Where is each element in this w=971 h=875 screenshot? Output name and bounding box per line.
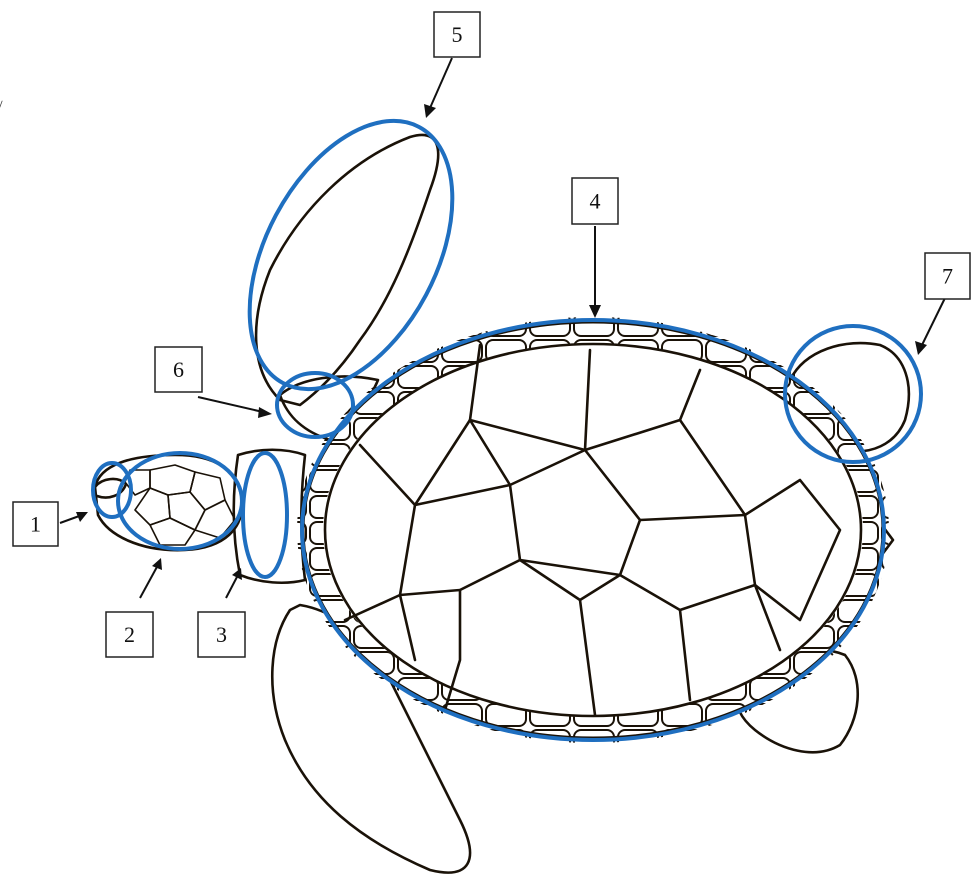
label-6: 6 <box>155 347 202 392</box>
ring-1-beak <box>93 463 131 517</box>
svg-text:6: 6 <box>173 357 184 382</box>
stray-mark: ̸ <box>0 100 3 112</box>
label-7: 7 <box>925 253 970 299</box>
label-3: 3 <box>198 612 245 657</box>
label-4: 4 <box>572 178 618 224</box>
ring-3-neck <box>243 453 287 577</box>
label-5: 5 <box>434 12 480 57</box>
svg-text:5: 5 <box>452 22 463 47</box>
svg-text:3: 3 <box>216 622 227 647</box>
svg-text:2: 2 <box>124 622 135 647</box>
label-1: 1 <box>13 502 58 546</box>
svg-text:1: 1 <box>30 512 41 537</box>
label-2: 2 <box>106 612 153 657</box>
svg-text:7: 7 <box>942 264 953 289</box>
turtle-drawing <box>95 135 909 873</box>
svg-text:4: 4 <box>590 189 601 214</box>
head-scales <box>125 465 235 545</box>
ring-6-shoulder <box>277 373 353 437</box>
